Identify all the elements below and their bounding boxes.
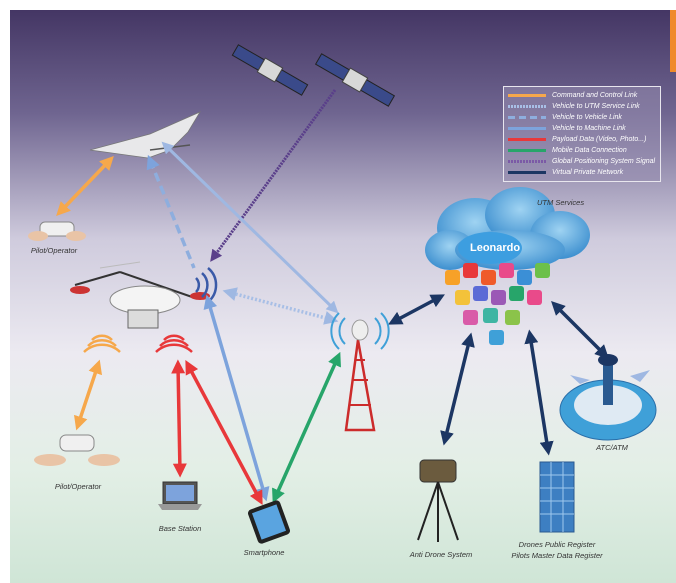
legend-item: Vehicle to Machine Link — [508, 123, 656, 134]
legend-swatch — [508, 171, 546, 174]
smartphone-icon — [247, 500, 291, 544]
cell-tower-icon — [330, 312, 390, 432]
atc-atm-label: ATC/ATM — [596, 443, 628, 452]
anti-drone-device-icon — [417, 459, 459, 542]
anti-drone-system-label: Anti Drone System — [409, 550, 473, 559]
legend: Command and Control Link Vehicle to UTM … — [503, 86, 661, 182]
satellite-icon — [314, 53, 396, 107]
legend-item: Vehicle to Vehicle Link — [508, 112, 656, 123]
drones-register-label: Drones Public Register — [518, 540, 596, 549]
pilot-operator-top-label: Pilot/Operator — [30, 246, 78, 255]
laptop-icon — [158, 481, 202, 510]
legend-item: Mobile Data Connection — [508, 145, 656, 156]
building-icon — [539, 461, 575, 533]
pilot-operator-bottom-label: Pilot/Operator — [54, 482, 102, 491]
legend-item: Vehicle to UTM Service Link — [508, 101, 656, 112]
payload-link-smartphone — [185, 360, 263, 505]
base-station-label: Base Station — [158, 524, 202, 533]
pilots-register-label: Pilots Master Data Register — [511, 551, 603, 560]
app-tile-icons — [445, 263, 550, 345]
legend-swatch — [508, 94, 546, 97]
legend-item: Global Positioning System Signal — [508, 156, 656, 167]
remote-controller-icon — [28, 221, 86, 241]
vpn-link-atc — [551, 301, 609, 359]
aircraft-to-tower-link — [161, 141, 339, 314]
legend-swatch — [508, 138, 546, 141]
legend-label: Mobile Data Connection — [552, 147, 627, 154]
airport-control-tower-icon — [559, 354, 657, 441]
cloud-name-label: Leonardo — [470, 242, 521, 254]
utm-services-label: UTM Services — [537, 198, 585, 207]
vpn-link-register — [524, 329, 554, 456]
vpn-link-tower — [388, 294, 445, 325]
drone-orange-signal-arcs — [83, 334, 121, 353]
legend-swatch — [508, 127, 546, 130]
legend-label: Command and Control Link — [552, 92, 638, 99]
accent-bar — [670, 10, 676, 72]
cloud-icon — [425, 187, 590, 270]
legend-swatch — [508, 105, 546, 108]
command-control-link-top — [56, 155, 114, 217]
drone-red-signal-arcs — [155, 334, 193, 353]
legend-label: Virtual Private Network — [552, 169, 624, 176]
vpn-link-anti-drone — [440, 332, 475, 446]
legend-swatch — [508, 160, 546, 163]
command-control-link-bottom — [74, 359, 102, 431]
legend-item: Command and Control Link — [508, 90, 656, 101]
legend-item: Payload Data (Video, Photo...) — [508, 134, 656, 145]
legend-label: Vehicle to Machine Link — [552, 125, 626, 132]
mobile-data-link — [272, 351, 341, 504]
legend-label: Vehicle to Vehicle Link — [552, 114, 622, 121]
remote-controller-icon — [34, 434, 120, 466]
legend-swatch — [508, 116, 546, 119]
legend-swatch — [508, 149, 546, 152]
legend-label: Global Positioning System Signal — [552, 158, 656, 165]
legend-label: Vehicle to UTM Service Link — [552, 103, 640, 110]
satellite-icon — [231, 44, 309, 96]
smartphone-label: Smartphone — [243, 548, 285, 557]
legend-item: Virtual Private Network — [508, 167, 656, 178]
payload-link-base-station — [171, 359, 187, 478]
legend-label: Payload Data (Video, Photo...) — [552, 136, 647, 143]
